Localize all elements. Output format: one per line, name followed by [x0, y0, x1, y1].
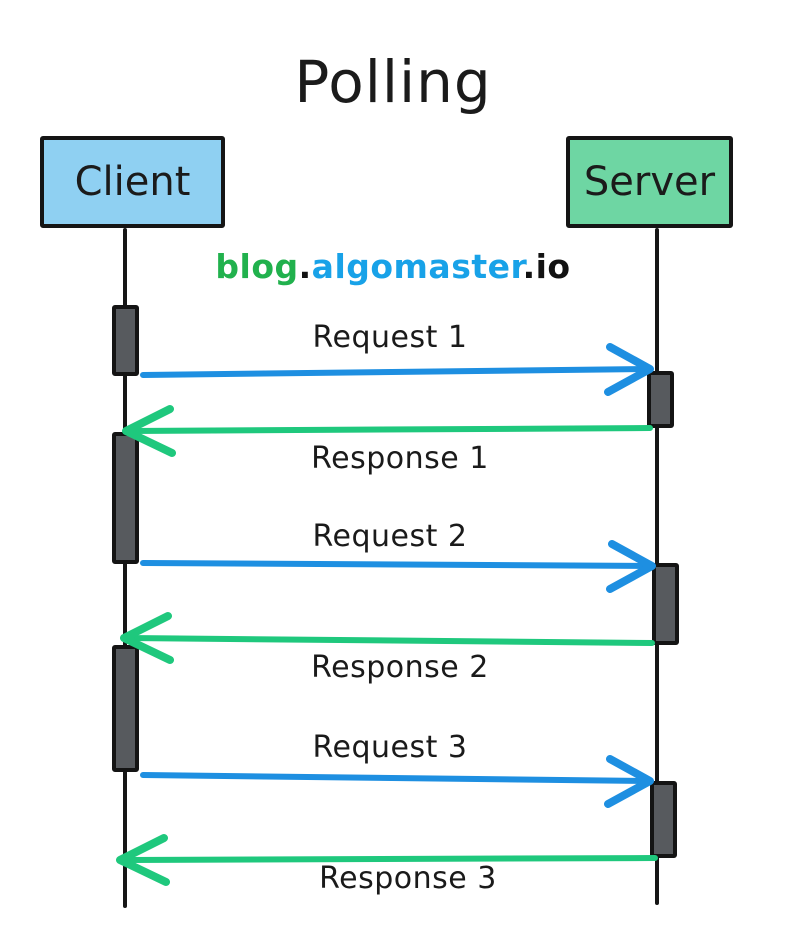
watermark-tld: io: [535, 247, 571, 286]
client-actor-box: Client: [40, 136, 225, 228]
client-activation-bar-2: [112, 432, 139, 564]
diagram-title: Polling: [294, 48, 492, 116]
request-2-shaft: [140, 560, 651, 569]
server-activation-bar-2: [652, 563, 679, 645]
watermark-dot1: .: [298, 247, 312, 286]
request-1-shaft: [140, 366, 649, 378]
watermark-blog: blog: [215, 247, 299, 286]
message-label-response-1: Response 1: [311, 441, 489, 476]
client-lifeline: [123, 228, 127, 908]
request-2-arrowhead-icon: [606, 540, 656, 593]
server-activation-bar-3: [650, 781, 677, 858]
request-1-arrowhead-icon: [604, 343, 654, 396]
watermark-site: algomaster: [311, 247, 523, 286]
server-actor-label: Server: [583, 159, 716, 205]
client-activation-bar-3: [112, 645, 139, 772]
server-activation-bar-1: [647, 371, 674, 428]
client-activation-bar-1: [112, 305, 139, 376]
request-3-arrow: [140, 755, 654, 808]
message-label-request-3: Request 3: [312, 730, 468, 765]
request-3-shaft: [140, 772, 649, 784]
request-3-arrowhead-icon: [604, 755, 654, 808]
message-label-request-2: Request 2: [312, 519, 468, 554]
watermark: blog.algomaster.io: [215, 247, 570, 286]
response-2-shaft: [125, 635, 655, 646]
server-actor-box: Server: [566, 136, 733, 228]
message-label-response-2: Response 2: [311, 650, 489, 685]
message-label-response-3: Response 3: [319, 861, 497, 896]
response-1-shaft: [127, 425, 653, 434]
client-actor-label: Client: [74, 159, 191, 205]
response-3-shaft: [121, 855, 658, 863]
message-label-request-1: Request 1: [312, 320, 468, 355]
watermark-dot2: .: [522, 247, 536, 286]
